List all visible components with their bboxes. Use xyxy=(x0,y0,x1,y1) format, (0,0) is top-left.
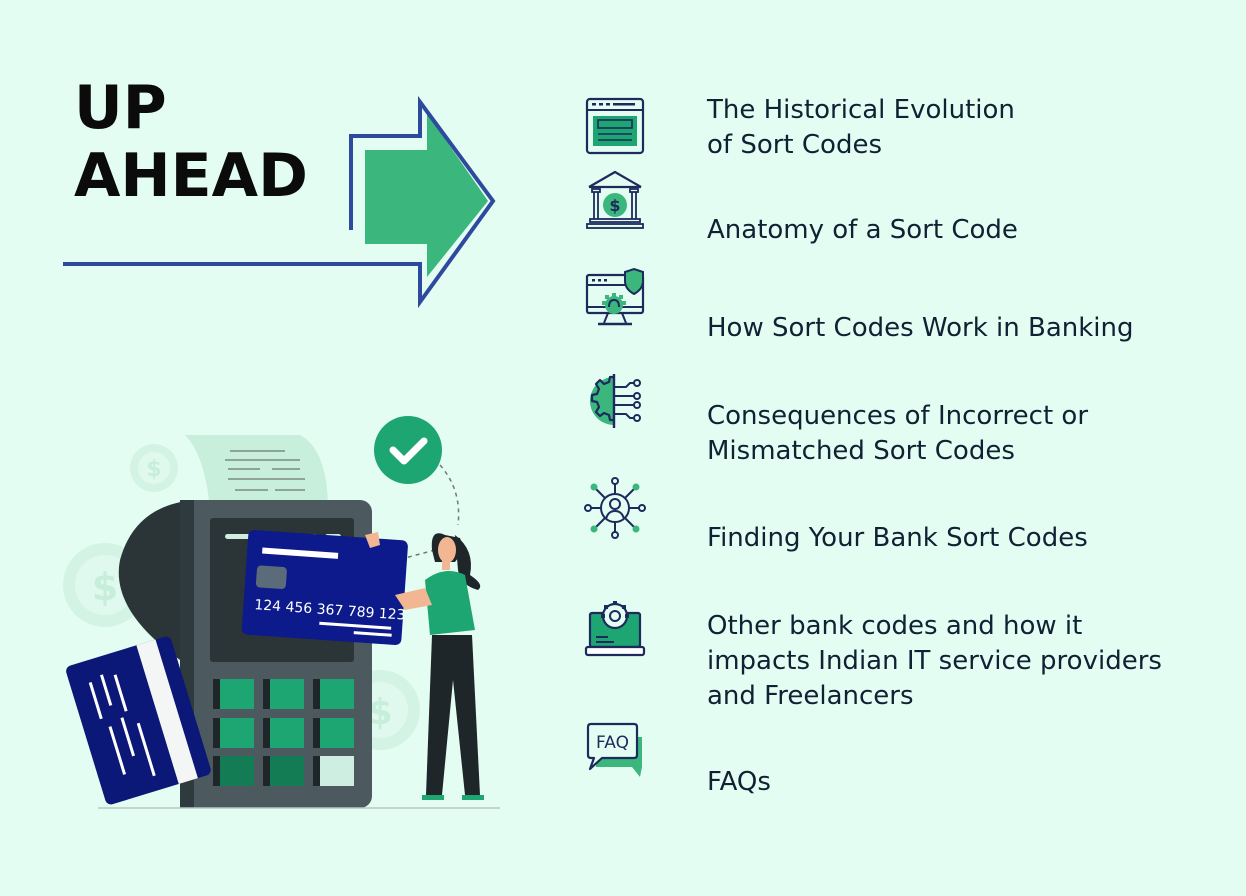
receipt xyxy=(185,435,328,510)
toc-label: FAQs xyxy=(707,767,771,797)
card-front: 124 456 367 789 123 xyxy=(241,529,408,646)
monitor-shield-gear-icon xyxy=(585,267,645,326)
toc-label: How Sort Codes Work in Banking xyxy=(707,313,1134,343)
toc-label: Finding Your Bank Sort Codes xyxy=(707,523,1088,553)
coin-icon: $ xyxy=(130,444,178,492)
faq-icon-text: FAQ xyxy=(596,733,629,753)
svg-text:$: $ xyxy=(146,457,161,482)
keypad xyxy=(213,679,354,786)
receipt-lines xyxy=(225,450,305,491)
svg-text:$: $ xyxy=(92,565,118,609)
title-line-2: AHEAD xyxy=(74,141,308,211)
arrow-graphic xyxy=(63,95,496,309)
card-back xyxy=(66,636,211,805)
dashed-connector xyxy=(404,464,460,559)
toc-label: Other bank codes and how it impacts Indi… xyxy=(707,611,1162,711)
gear-circuit-icon xyxy=(590,374,641,428)
bank-dollar-icon: $ xyxy=(586,170,644,229)
title-line-1: UP xyxy=(74,73,167,143)
faq-bubble-icon: FAQ xyxy=(586,722,642,777)
laptop-gear-icon xyxy=(584,601,646,657)
toc-label: Consequences of Incorrect or Mismatched … xyxy=(707,401,1089,466)
network-user-icon xyxy=(584,477,646,539)
payment-illustration: $ $ $ xyxy=(63,416,500,809)
arrow-outline xyxy=(63,95,496,309)
person xyxy=(365,532,484,800)
browser-window-icon xyxy=(585,97,645,155)
svg-text:$: $ xyxy=(609,196,620,215)
page-title: UP AHEAD xyxy=(74,74,308,210)
toc-label: The Historical Evolution of Sort Codes xyxy=(707,95,1015,160)
arrow-fill xyxy=(365,113,488,277)
toc-label: Anatomy of a Sort Code xyxy=(707,215,1018,245)
check-circle-icon xyxy=(374,416,442,484)
